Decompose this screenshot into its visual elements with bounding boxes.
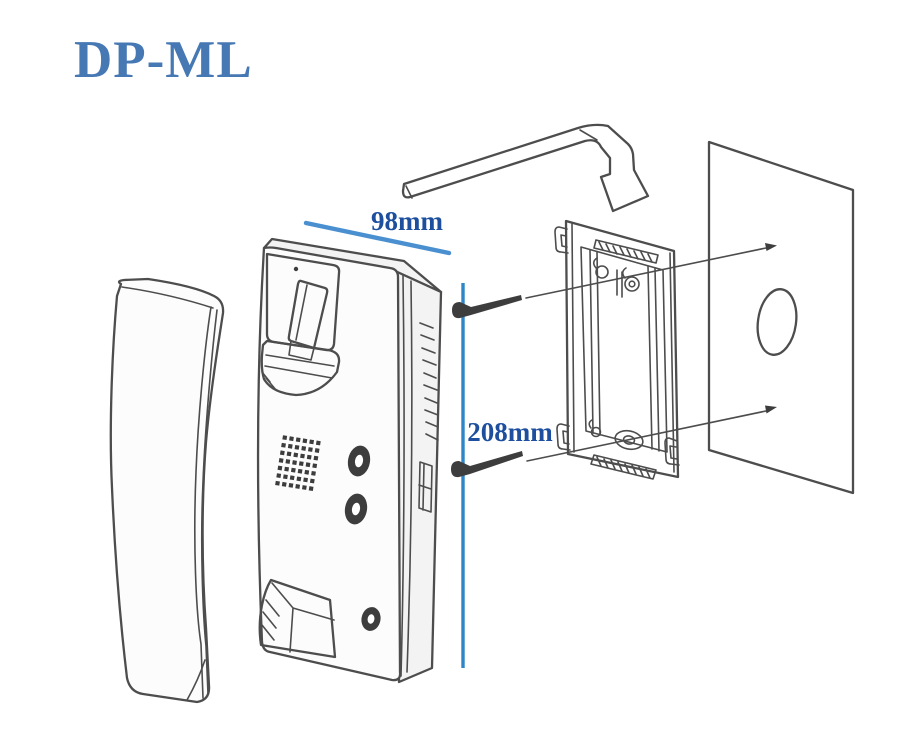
mounting-screws — [451, 295, 523, 478]
wall-panel-outline — [707, 140, 855, 495]
arrowhead-upper — [765, 243, 777, 251]
bent-arrow-crease-right — [579, 129, 598, 141]
bracket-hook-bottom-left-inner — [562, 430, 570, 445]
bracket-hook-bottom-right — [664, 437, 680, 466]
bent-arrow-crease-left — [405, 185, 413, 199]
cradle-lip — [260, 339, 341, 397]
bracket-top-slot — [593, 239, 659, 264]
bracket-hook-top-left — [554, 226, 569, 254]
dimension-line-slanted — [303, 220, 452, 256]
dimension-width: 98mm — [303, 206, 452, 256]
dimension-width-label: 98mm — [371, 206, 443, 236]
wall-panel — [707, 140, 855, 495]
handset — [109, 277, 225, 704]
side-vent-slots — [419, 322, 439, 441]
bracket-hook-top-left-inner — [560, 234, 568, 248]
handset-end-cap-line — [186, 659, 206, 701]
bottom-mount-recess — [258, 578, 337, 659]
bracket-keyholes-top — [592, 257, 640, 298]
bent-arrow-outline — [401, 123, 650, 213]
handset-body — [109, 277, 225, 704]
handset-cradle — [260, 252, 341, 397]
bracket-hook-bottom-left — [556, 423, 571, 451]
mounting-screw-lower — [451, 451, 523, 478]
bracket-keyhole-bottom — [588, 419, 644, 451]
cable-hole — [756, 288, 798, 356]
alignment-arrows — [525, 243, 777, 462]
cradle-pin-hole — [293, 266, 299, 272]
mounting-bracket — [554, 219, 680, 480]
bracket-inner-rails — [589, 249, 660, 452]
side-latch — [418, 461, 433, 513]
bracket-hook-bottom-right-inner — [669, 445, 678, 460]
model-title: DP-ML — [74, 31, 253, 89]
leader-line-lower — [526, 410, 767, 462]
bracket-outer-frame — [564, 219, 680, 479]
hook-switch-lever — [287, 279, 329, 350]
main-unit — [256, 237, 443, 684]
dimension-height: 208mm — [461, 283, 553, 668]
call-buttons — [344, 445, 381, 631]
arrowhead-lower — [765, 405, 777, 414]
handset-top-cap-line — [121, 286, 214, 309]
bracket-left-edge — [571, 223, 575, 453]
bracket-opening — [580, 246, 668, 453]
bracket-bottom-slot — [590, 454, 657, 480]
dimension-height-label: 208mm — [467, 417, 553, 447]
bracket-right-edge — [669, 252, 675, 473]
installation-arrow — [401, 123, 650, 213]
mounting-screw-upper — [452, 295, 522, 319]
leader-line-upper — [525, 247, 767, 299]
